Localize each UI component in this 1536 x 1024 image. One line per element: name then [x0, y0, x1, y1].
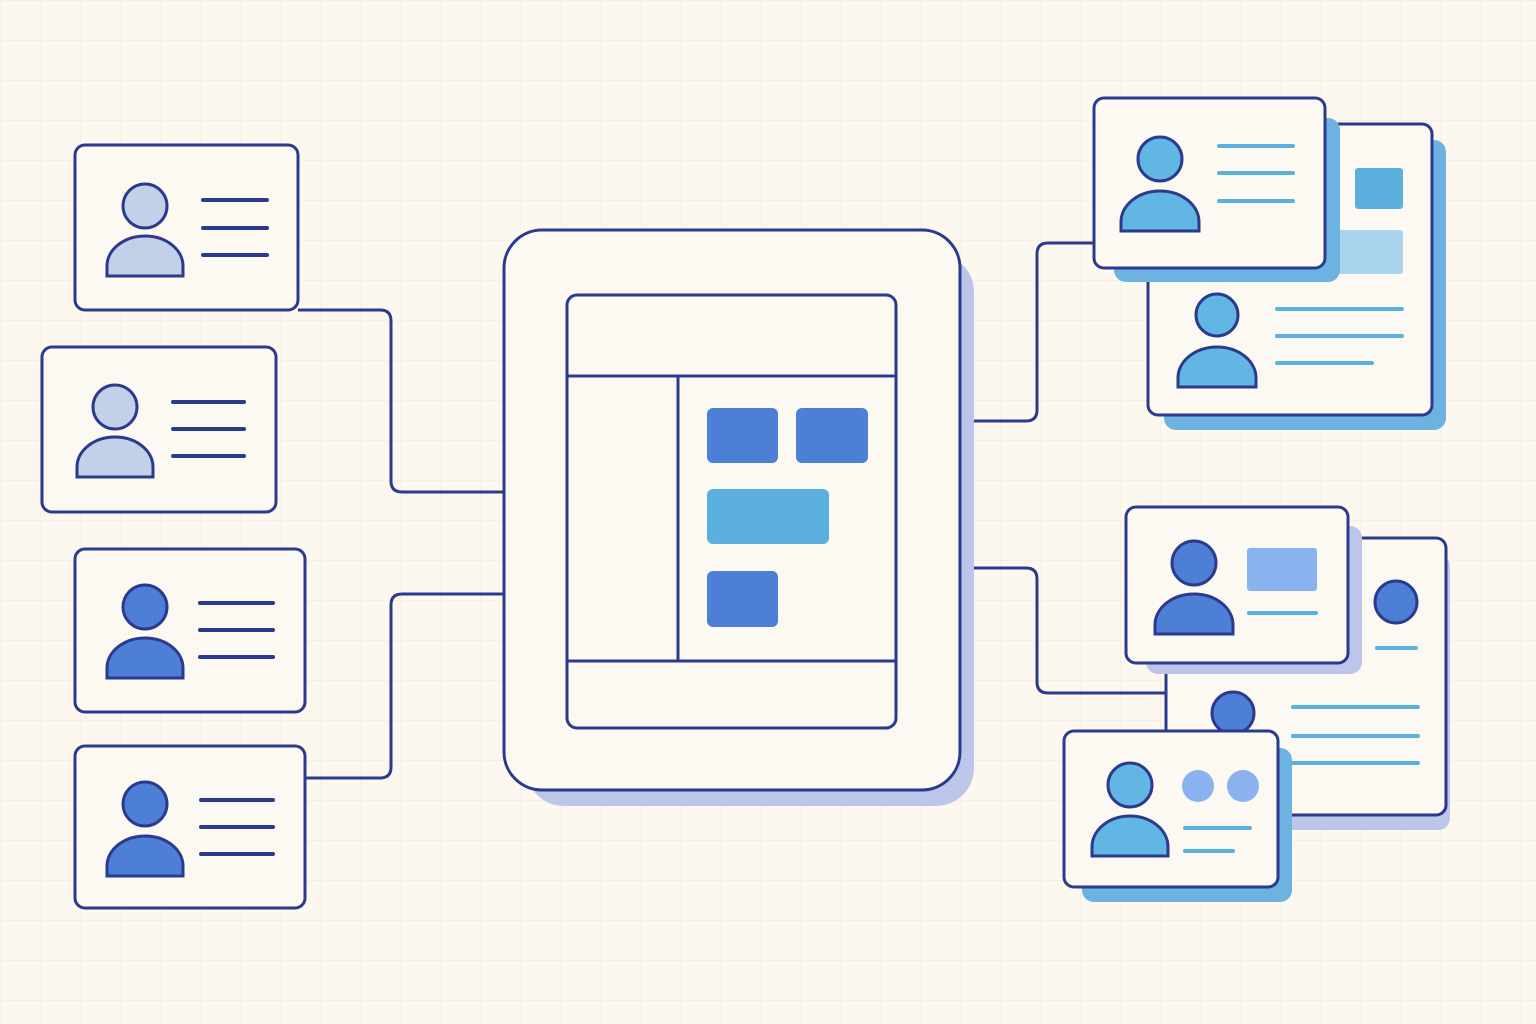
- user-avatar-icon: [1090, 761, 1170, 858]
- text-lines: [1291, 705, 1420, 765]
- user-avatar-icon: [105, 583, 185, 680]
- pale-block: [1338, 230, 1403, 274]
- user-avatar-icon: [105, 780, 185, 878]
- text-lines: [199, 798, 275, 856]
- connector-right-bottom: [960, 566, 1166, 695]
- user-avatar-icon: [105, 182, 185, 278]
- profile-card-left-4: [73, 744, 307, 910]
- avatar-head-icon: [1373, 579, 1419, 625]
- profile-stack-top-right: [1092, 96, 1446, 430]
- text-lines: [198, 601, 275, 659]
- periwinkle-block: [1247, 548, 1317, 591]
- hub-block-3: [707, 489, 829, 544]
- central-dashboard-window: [502, 228, 974, 806]
- user-avatar-icon: [75, 383, 155, 479]
- hub-block-1: [707, 408, 778, 463]
- user-avatar-icon: [1176, 292, 1258, 389]
- profile-stack-bottom-right: [1062, 505, 1450, 902]
- profile-card-left-2: [40, 345, 278, 514]
- hub-block-2: [796, 408, 868, 463]
- profile-card-left-3: [73, 547, 307, 714]
- connector-right-top: [960, 241, 1094, 423]
- connector-left-4: [306, 592, 504, 780]
- user-avatar-icon: [1153, 539, 1235, 636]
- hub-block-4: [707, 571, 778, 627]
- text-lines: [1217, 144, 1295, 203]
- square-block: [1355, 168, 1403, 209]
- dot-indicator: [1227, 770, 1259, 802]
- text-lines: [201, 198, 269, 257]
- dot-indicator: [1182, 770, 1214, 802]
- text-lines: [171, 400, 246, 458]
- profile-card-front: [1092, 96, 1327, 270]
- connector-left-1: [298, 308, 504, 494]
- profile-card-front: [1062, 729, 1280, 889]
- avatar-head-icon: [1210, 690, 1256, 736]
- text-lines: [1275, 307, 1404, 365]
- user-avatar-icon: [1119, 135, 1201, 233]
- profile-card-left-1: [73, 143, 300, 312]
